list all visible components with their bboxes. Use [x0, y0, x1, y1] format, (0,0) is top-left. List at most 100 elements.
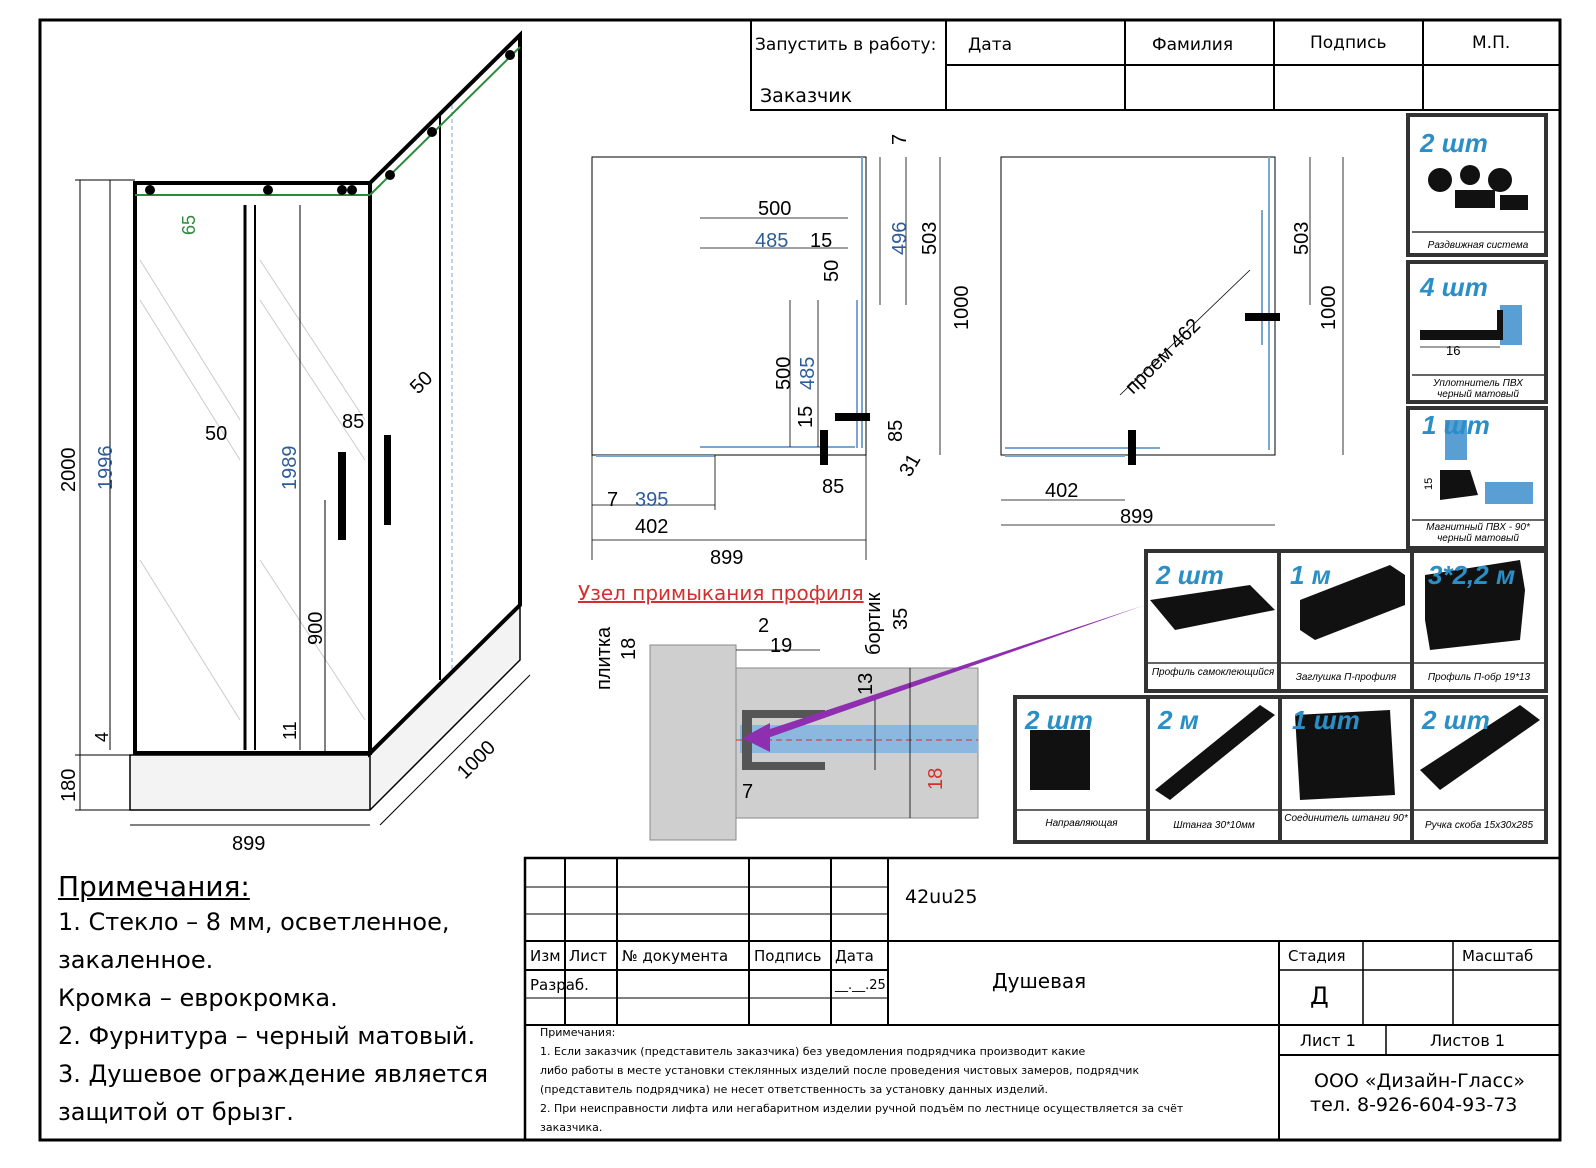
scale-label: Масштаб [1462, 947, 1534, 965]
sheet-number: Лист 1 [1300, 1031, 1356, 1050]
profile-node: Узел примыкания профиля плитка бортик 18… [578, 581, 1145, 841]
iso-dim-900: 900 [305, 612, 327, 645]
hw-label-3: Магнитный ПВХ - 90* черный матовый [1426, 522, 1530, 544]
pl-dim-503: 503 [919, 222, 941, 255]
col-sign: Подпись [754, 947, 822, 965]
hw-qty-6: 3*2,2 м [1428, 560, 1516, 590]
tile-label: плитка [593, 626, 615, 690]
pl-dim-50: 50 [821, 260, 843, 282]
hw-label-1: Раздвижная система [1427, 240, 1529, 251]
start-label: Запустить в работу: [755, 35, 936, 55]
iso-dim-50-right: 50 [406, 367, 437, 398]
fine-note-5: заказчика. [540, 1121, 603, 1134]
notes-title: Примечания: [58, 870, 250, 903]
iso-dim-4: 4 [92, 732, 112, 742]
hw-qty-10: 2 шт [1422, 705, 1490, 735]
hw-label-7: Направляющая [1045, 818, 1118, 829]
iso-dim-2000: 2000 [58, 448, 80, 493]
note-line-5: 3. Душевое ограждение является [58, 1060, 489, 1088]
fine-note-2: либо работы в месте установки стеклянных… [540, 1064, 1140, 1077]
company-phone: тел. 8-926-604-93-73 [1310, 1094, 1518, 1116]
col-izm: Изм [530, 947, 561, 965]
hw-qty-3: 1 шт [1422, 410, 1490, 440]
iso-dim-899: 899 [232, 833, 265, 855]
note-line-6: защитой от брызг. [58, 1098, 294, 1126]
hw-qty-4: 2 шт [1156, 560, 1224, 590]
iso-dim-1989: 1989 [279, 446, 301, 491]
hw-label-10: Ручка скоба 15х30х285 [1424, 820, 1534, 831]
hw-dim-15: 15 [1423, 478, 1435, 490]
note-line-3: Кромка – еврокромка. [58, 984, 338, 1012]
node-dim-35: 35 [890, 608, 912, 630]
fine-note-4: 2. При неисправности лифта или негабарит… [540, 1102, 1184, 1115]
pr-dim-402: 402 [1045, 480, 1078, 502]
customer-label: Заказчик [760, 85, 852, 107]
col-date: Дата [835, 947, 874, 965]
pr-opening: проем 462 [1121, 314, 1205, 398]
shower-iso-view: 2000 1996 1989 65 50 50 85 900 11 4 180 … [58, 30, 531, 855]
iso-dim-65: 65 [179, 215, 199, 235]
pl-dim-899: 899 [710, 547, 743, 569]
pl-dim-85b: 85 [822, 476, 844, 498]
pl-dim-1000: 1000 [951, 286, 973, 331]
rim-label: бортик [863, 592, 885, 655]
pl-dim-7top: 7 [889, 134, 911, 145]
hw-label-5: Заглушка П-профиля [1295, 672, 1397, 683]
hw-label-4: Профиль самоклеющийся [1151, 667, 1275, 678]
hardware-panel: 16 15 [1013, 113, 1548, 844]
pl-dim-485b: 485 [797, 357, 819, 390]
note-line-1: 1. Стекло – 8 мм, осветленное, [58, 908, 450, 936]
iso-dim-50-left: 50 [205, 423, 227, 445]
developer-label: Разраб. [530, 976, 589, 994]
hw-label-9: Соединитель штанги 90* [1284, 813, 1408, 824]
node-dim-19: 19 [770, 635, 792, 657]
iso-dim-1996: 1996 [95, 446, 117, 491]
note-line-4: 2. Фурнитура – черный матовый. [58, 1022, 476, 1050]
pl-dim-402: 402 [635, 516, 668, 538]
company-name: ООО «Дизайн-Гласс» [1314, 1070, 1525, 1092]
note-line-2: закаленное. [58, 946, 214, 974]
pl-dim-15: 15 [810, 230, 832, 252]
hw-qty-2: 4 шт [1420, 272, 1488, 302]
surname-label: Фамилия [1152, 35, 1233, 55]
sheets-total: Листов 1 [1430, 1031, 1506, 1050]
approval-table: Запустить в работу: Заказчик Дата Фамили… [750, 19, 1561, 111]
signature-label: Подпись [1310, 33, 1386, 53]
pr-dim-899: 899 [1120, 506, 1153, 528]
stage-value: Д [1310, 982, 1329, 1010]
pr-dim-1000: 1000 [1318, 286, 1340, 331]
hw-qty-1: 2 шт [1420, 128, 1488, 158]
iso-dim-1000: 1000 [453, 737, 500, 784]
hw-dim-16: 16 [1446, 343, 1460, 358]
hw-qty-8: 2 м [1158, 705, 1199, 735]
pl-dim-7: 7 [607, 489, 618, 511]
hw-label-8: Штанга 30*10мм [1173, 820, 1255, 831]
fine-note-0: Примечания: [540, 1026, 616, 1039]
hw-label-2: Уплотнитель ПВХ черный матовый [1433, 378, 1523, 400]
iso-dim-180: 180 [58, 769, 80, 802]
fine-note-3: (представитель подрядчика) не несет отве… [540, 1083, 1049, 1096]
pl-dim-15b: 15 [795, 406, 817, 428]
pl-dim-496: 496 [889, 222, 911, 255]
pl-dim-31: 31 [895, 450, 925, 480]
plan-right: 503 1000 проем 462 402 899 [1000, 156, 1344, 528]
node-dim-18-red: 18 [925, 768, 947, 790]
hw-qty-7: 2 шт [1025, 705, 1093, 735]
pl-dim-500b: 500 [773, 357, 795, 390]
plan-left: 7 500 485 15 50 496 503 1000 500 485 15 … [591, 134, 973, 569]
stage-label: Стадия [1288, 947, 1346, 965]
hw-qty-5: 1 м [1290, 560, 1331, 590]
pr-dim-503: 503 [1291, 222, 1313, 255]
col-doc: № документа [622, 947, 729, 965]
date-value: __.__.25 [835, 978, 886, 993]
hw-label-6: Профиль П-обр 19*13 [1427, 672, 1531, 683]
node-dim-2: 2 [758, 615, 769, 637]
stamp-label: М.П. [1472, 33, 1510, 53]
pl-dim-500: 500 [758, 198, 791, 220]
hw-qty-9: 1 шт [1292, 705, 1360, 735]
pl-dim-395: 395 [635, 489, 668, 511]
node-dim-18: 18 [618, 638, 640, 660]
col-list: Лист [569, 947, 608, 965]
title-block [523, 856, 1562, 1142]
